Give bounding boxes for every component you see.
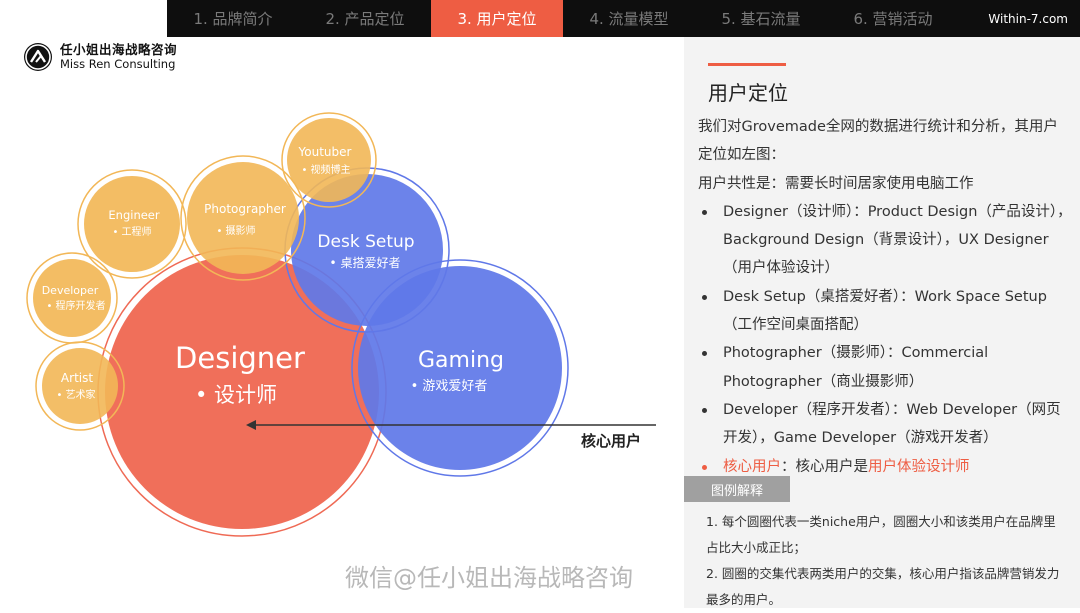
youtuber-title: Youtuber bbox=[298, 145, 352, 159]
core-user-label: 核心用户 bbox=[581, 432, 641, 450]
artist-subtitle: • 艺术家 bbox=[56, 388, 95, 401]
list-item: Developer（程序开发者）：Web Developer（网页开发），Gam… bbox=[698, 396, 1072, 453]
developer-title: Developer bbox=[42, 284, 99, 297]
tab-product-positioning[interactable]: 2. 产品定位 bbox=[325, 10, 405, 28]
gaming-title: Gaming bbox=[418, 348, 504, 373]
circle-youtuber bbox=[281, 112, 377, 208]
site-url[interactable]: Within-7.com bbox=[988, 11, 1068, 26]
desk-setup-title: Desk Setup bbox=[317, 232, 414, 252]
legend-tag: 图例解释 bbox=[684, 476, 790, 502]
logo-mark-icon bbox=[24, 43, 52, 71]
circle-developer bbox=[26, 252, 118, 344]
panel-body: 我们对Grovemade全网的数据进行统计和分析，其用户定位如左图： 用户共性是… bbox=[698, 113, 1072, 481]
description-panel: 用户定位 我们对Grovemade全网的数据进行统计和分析，其用户定位如左图： … bbox=[684, 37, 1080, 608]
core-user-middle: ：核心用户是 bbox=[781, 458, 868, 475]
photographer-subtitle: • 摄影师 bbox=[216, 224, 255, 237]
watermark: 微信@任小姐出海战略咨询 bbox=[345, 564, 633, 592]
designer-title: Designer bbox=[175, 341, 305, 375]
circle-engineer bbox=[77, 169, 187, 279]
list-item: Designer（设计师）：Product Design（产品设计），Backg… bbox=[698, 198, 1072, 283]
gaming-subtitle: • 游戏爱好者 bbox=[411, 379, 488, 394]
circle-photographer bbox=[180, 155, 306, 281]
tab-traffic-model[interactable]: 4. 流量模型 bbox=[589, 10, 669, 28]
logo-name-en: Miss Ren Consulting bbox=[60, 57, 176, 71]
developer-subtitle: • 程序开发者 bbox=[46, 299, 105, 312]
tab-user-positioning[interactable]: 3. 用户定位 bbox=[431, 0, 563, 37]
legend-item: 2. 圆圈的交集代表两类用户的交集，核心用户指该品牌营销发力最多的用户。 bbox=[706, 566, 1060, 607]
photographer-title: Photographer bbox=[204, 202, 286, 216]
user-type-list: Designer（设计师）：Product Design（产品设计），Backg… bbox=[698, 198, 1072, 481]
core-user-arrow bbox=[246, 420, 656, 430]
user-bubble-diagram: Designer • 设计师 Gaming • 游戏爱好者 Desk Setup… bbox=[26, 112, 656, 537]
intro-text: 我们对Grovemade全网的数据进行统计和分析，其用户定位如左图： bbox=[698, 119, 1058, 164]
logo-name-cn: 任小姐出海战略咨询 bbox=[60, 42, 178, 57]
tab-brand-intro[interactable]: 1. 品牌简介 bbox=[193, 10, 273, 28]
legend-explanation: 1. 每个圆圈代表一类niche用户，圆圈大小和该类用户在品牌里占比大小成正比；… bbox=[706, 509, 1066, 613]
core-user-heading: 核心用户 bbox=[723, 458, 781, 475]
youtuber-subtitle: • 视频博主 bbox=[301, 163, 350, 176]
desk-setup-subtitle: • 桌搭爱好者 bbox=[330, 256, 401, 270]
engineer-subtitle: • 工程师 bbox=[112, 225, 151, 238]
list-item: Photographer（摄影师）：Commercial Photographe… bbox=[698, 339, 1072, 396]
core-user-item: 核心用户：核心用户是用户体验设计师 bbox=[698, 453, 1072, 481]
engineer-title: Engineer bbox=[108, 208, 159, 222]
artist-title: Artist bbox=[61, 371, 93, 385]
designer-subtitle: • 设计师 bbox=[195, 383, 277, 407]
company-logo: 任小姐出海战略咨询 Miss Ren Consulting bbox=[24, 42, 177, 72]
tab-marketing[interactable]: 6. 营销活动 bbox=[853, 10, 933, 28]
title-accent-bar bbox=[708, 63, 786, 66]
list-item: Desk Setup（桌搭爱好者）：Work Space Setup（工作空间桌… bbox=[698, 283, 1072, 340]
top-nav-bar: 1. 品牌简介 2. 产品定位 3. 用户定位 4. 流量模型 5. 基石流量 … bbox=[167, 0, 1080, 37]
tab-base-traffic[interactable]: 5. 基石流量 bbox=[721, 10, 801, 28]
panel-title: 用户定位 bbox=[708, 81, 788, 105]
legend-item: 1. 每个圆圈代表一类niche用户，圆圈大小和该类用户在品牌里占比大小成正比； bbox=[706, 514, 1056, 555]
core-user-value: 用户体验设计师 bbox=[868, 458, 970, 475]
circle-gaming bbox=[351, 259, 569, 477]
common-trait-text: 用户共性是：需要长时间居家使用电脑工作 bbox=[698, 175, 974, 192]
circle-artist bbox=[35, 341, 125, 431]
